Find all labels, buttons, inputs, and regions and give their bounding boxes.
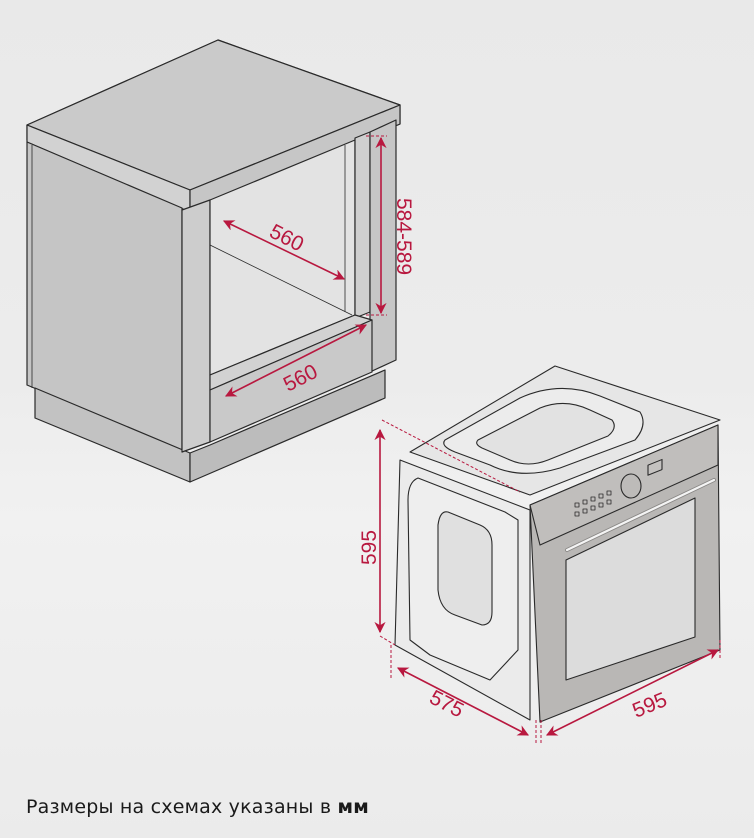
display — [647, 458, 663, 476]
oven-width-label: 595 — [629, 688, 670, 722]
oven-height-label: 595 — [358, 530, 381, 565]
oven-window — [565, 497, 696, 681]
control-knob — [620, 473, 642, 499]
oven-depth-arrow — [397, 667, 529, 736]
niche-height-label: 584-589 — [392, 198, 415, 275]
units-caption: Размеры на схемах указаны в мм — [26, 796, 369, 818]
oven-width-arrow — [545, 649, 720, 736]
caption-unit: мм — [337, 796, 369, 818]
oven-dimensions — [374, 419, 721, 745]
niche-depth-arrow — [222, 220, 346, 280]
cabinet-niche — [26, 39, 401, 483]
control-buttons — [574, 490, 612, 517]
niche-width-arrow — [225, 324, 367, 397]
oven-depth-label: 575 — [426, 686, 468, 722]
niche-dimensions — [222, 135, 387, 397]
oven — [394, 365, 721, 723]
caption-text: Размеры на схемах указаны в — [26, 796, 332, 818]
